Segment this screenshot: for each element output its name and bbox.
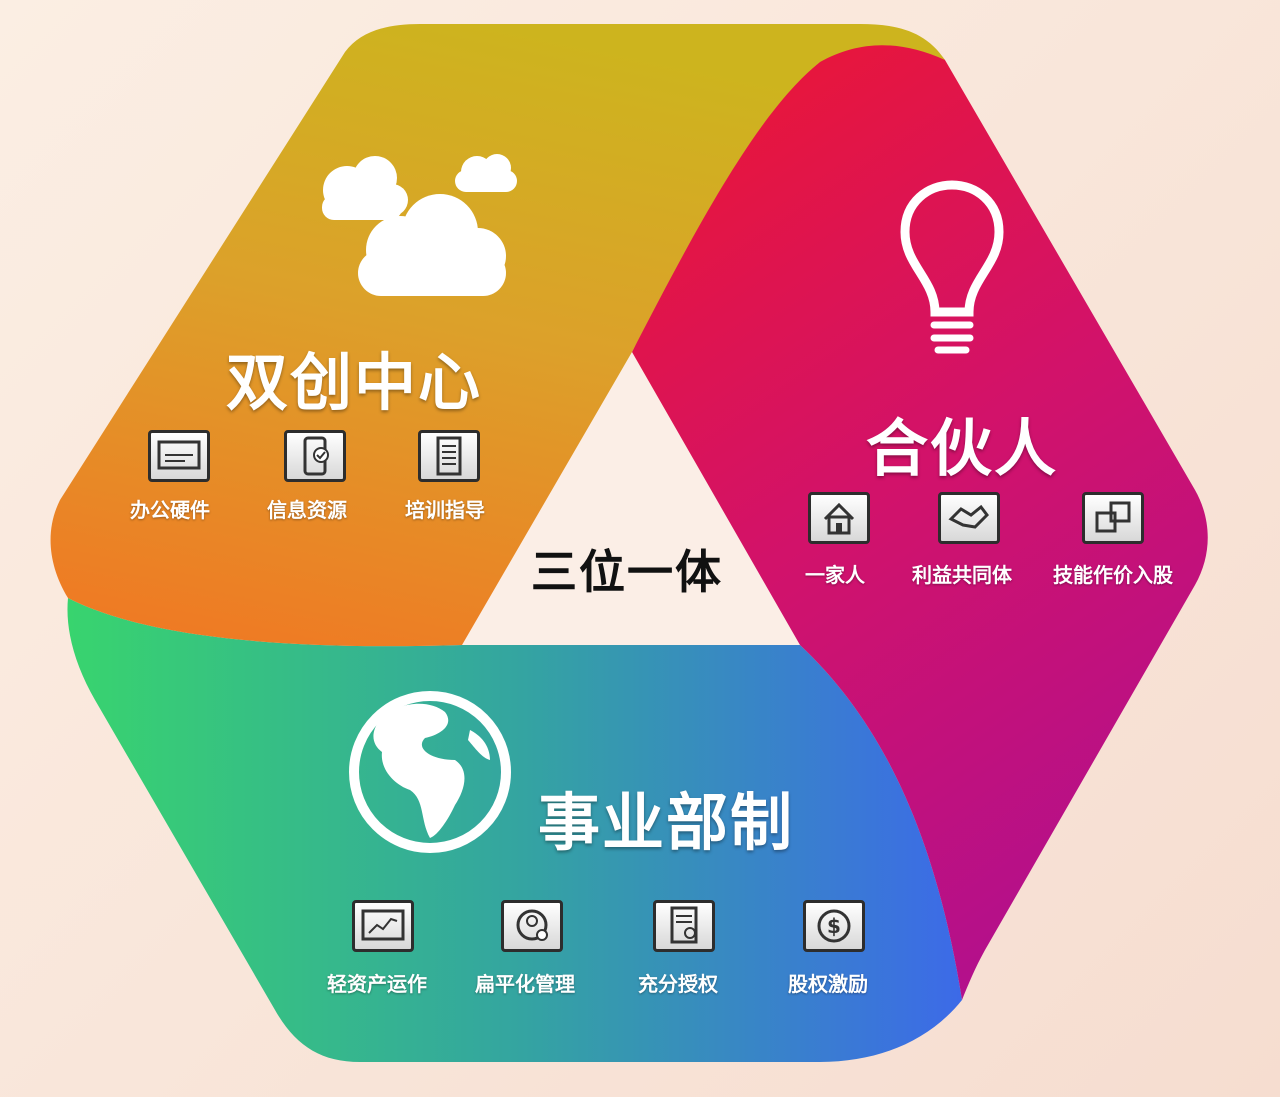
item-label: 培训指导 xyxy=(405,498,485,522)
center-triangle xyxy=(462,352,800,645)
section-title-innovation-center: 双创中心 xyxy=(226,346,483,419)
svg-text:$: $ xyxy=(827,914,841,938)
document-list-icon xyxy=(418,430,480,482)
linked-squares-icon xyxy=(1082,492,1144,544)
item-label: 办公硬件 xyxy=(130,498,210,522)
line-chart-icon xyxy=(352,900,414,952)
item-label: 股权激励 xyxy=(788,972,868,996)
item-label: 利益共同体 xyxy=(912,563,1012,587)
handshake-icon xyxy=(938,492,1000,544)
clouds-icon xyxy=(322,154,517,296)
segment-business-units xyxy=(67,598,962,1062)
lightbulb-icon xyxy=(900,180,1004,354)
item-label: 信息资源 xyxy=(267,498,347,522)
globe-icon xyxy=(349,691,511,853)
item-label: 一家人 xyxy=(805,563,865,587)
user-plus-icon xyxy=(501,900,563,952)
item-label: 轻资产运作 xyxy=(327,972,427,996)
phone-check-icon xyxy=(284,430,346,482)
house-icon xyxy=(808,492,870,544)
segment-partners xyxy=(632,36,1208,1000)
section-title-partners: 合伙人 xyxy=(866,412,1059,485)
monitor-icon xyxy=(148,430,210,482)
segment-innovation-center xyxy=(50,24,945,647)
item-label: 技能作价入股 xyxy=(1053,563,1173,587)
center-title: 三位一体 xyxy=(531,545,723,599)
certificate-icon xyxy=(653,900,715,952)
item-label: 扁平化管理 xyxy=(475,972,575,996)
section-title-business-units: 事业部制 xyxy=(538,786,795,859)
item-label: 充分授权 xyxy=(638,972,718,996)
dollar-icon: $ xyxy=(803,900,865,952)
